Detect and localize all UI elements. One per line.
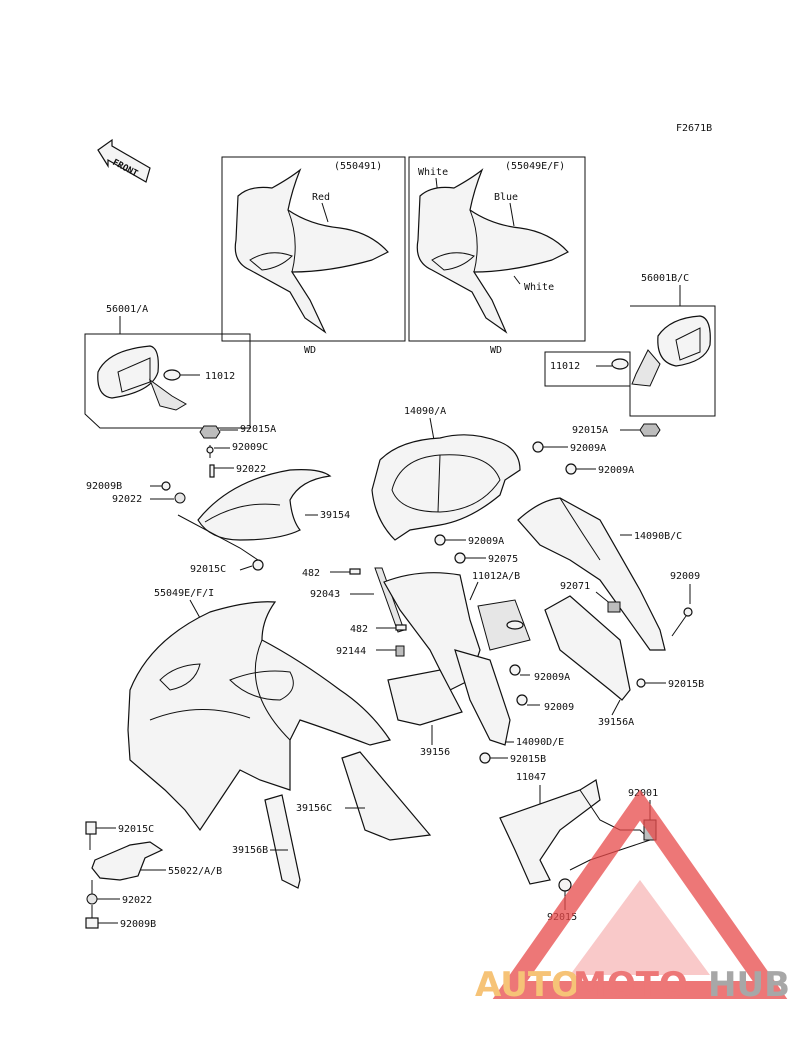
label-55022ab: 55022/A/B bbox=[168, 866, 222, 877]
nut-icon bbox=[199, 425, 221, 439]
panel-14090a bbox=[371, 434, 521, 541]
label-56001a: 56001/A bbox=[106, 304, 148, 315]
left-mirror-icon bbox=[97, 345, 159, 399]
watermark-triangle-icon bbox=[492, 789, 788, 999]
label-92001: 92001 bbox=[628, 788, 658, 799]
label-92015c-mid: 92015C bbox=[190, 564, 226, 575]
label-92015a-right: 92015A bbox=[572, 425, 608, 436]
figure-code: F2671B bbox=[676, 123, 712, 134]
label-92009-right: 92009 bbox=[670, 571, 700, 582]
label-92015c-left: 92015C bbox=[118, 824, 154, 835]
label-92022-top: 92022 bbox=[236, 464, 266, 475]
label-92009-mid: 92009 bbox=[544, 702, 574, 713]
panel-39154 bbox=[197, 469, 332, 541]
label-92009a-3: 92009A bbox=[468, 536, 504, 547]
label-39156b: 39156B bbox=[232, 845, 268, 856]
stay-11047 bbox=[499, 779, 601, 885]
panel-39156c bbox=[341, 751, 432, 841]
label-92015b-right: 92015B bbox=[668, 679, 704, 690]
label-11047: 11047 bbox=[516, 772, 546, 783]
label-482-bottom: 482 bbox=[350, 624, 368, 635]
watermark: AUTO MOTO HUB bbox=[475, 789, 790, 1005]
label-14090a: 14090/A bbox=[404, 406, 446, 417]
panel-39156 bbox=[387, 669, 463, 726]
label-92009b-bottom: 92009B bbox=[120, 919, 156, 930]
label-55049efi: 55049E/F/I bbox=[154, 588, 214, 599]
left-mirror-group: 56001/A 11012 bbox=[84, 304, 251, 429]
bracket-55022ab bbox=[91, 841, 164, 881]
label-92009a-1: 92009A bbox=[570, 443, 606, 454]
label-92009b-left: 92009B bbox=[86, 481, 122, 492]
label-92009c: 92009C bbox=[232, 442, 268, 453]
inset-right-color-low: White bbox=[524, 282, 554, 293]
inset-left: (550491) Red WD bbox=[221, 156, 406, 356]
watermark-moto: MOTO bbox=[573, 965, 688, 1005]
label-11012-left: 11012 bbox=[205, 371, 235, 382]
panel-39156a bbox=[544, 595, 631, 701]
label-39156a: 39156A bbox=[598, 717, 634, 728]
label-11012-right: 11012 bbox=[550, 361, 580, 372]
label-482-top: 482 bbox=[302, 568, 320, 579]
inset-right: (55049E/F) White Blue White WD bbox=[408, 156, 586, 356]
label-92009a-4: 92009A bbox=[534, 672, 570, 683]
panel-14090de bbox=[454, 649, 511, 746]
cowl-55049efi bbox=[127, 601, 391, 832]
label-56001bc: 56001B/C bbox=[641, 273, 689, 284]
label-92015a-left: 92015A bbox=[240, 424, 276, 435]
label-92009a-2: 92009A bbox=[598, 465, 634, 476]
right-mirror-group: 56001B/C 11012 bbox=[544, 273, 716, 417]
label-92022-bottom: 92022 bbox=[122, 895, 152, 906]
label-14090bc: 14090B/C bbox=[634, 531, 682, 542]
inset-right-color-mid: Blue bbox=[494, 192, 518, 203]
watermark-auto: AUTO bbox=[475, 965, 580, 1005]
label-92071: 92071 bbox=[560, 581, 590, 592]
inset-right-color-top: White bbox=[418, 167, 448, 178]
label-92043: 92043 bbox=[310, 589, 340, 600]
label-39156c: 39156C bbox=[296, 803, 332, 814]
label-11012ab: 11012A/B bbox=[472, 571, 520, 582]
inset-right-code: (55049E/F) bbox=[505, 161, 565, 172]
label-39156: 39156 bbox=[420, 747, 450, 758]
label-39154: 39154 bbox=[320, 510, 350, 521]
label-14090de: 14090D/E bbox=[516, 737, 564, 748]
label-92075: 92075 bbox=[488, 554, 518, 565]
front-arrow-icon: FRONT bbox=[97, 138, 151, 183]
panel-14090bc bbox=[517, 497, 666, 651]
inset-left-footer: WD bbox=[304, 345, 316, 356]
label-92022-left: 92022 bbox=[112, 494, 142, 505]
label-92015b-mid: 92015B bbox=[510, 754, 546, 765]
nut-icon-right bbox=[639, 423, 661, 437]
inset-right-footer: WD bbox=[490, 345, 502, 356]
label-92144: 92144 bbox=[336, 646, 366, 657]
inset-left-code: (550491) bbox=[334, 161, 382, 172]
panel-39156b bbox=[264, 794, 301, 889]
inset-left-color: Red bbox=[312, 192, 330, 203]
watermark-hub: HUB bbox=[708, 965, 790, 1005]
